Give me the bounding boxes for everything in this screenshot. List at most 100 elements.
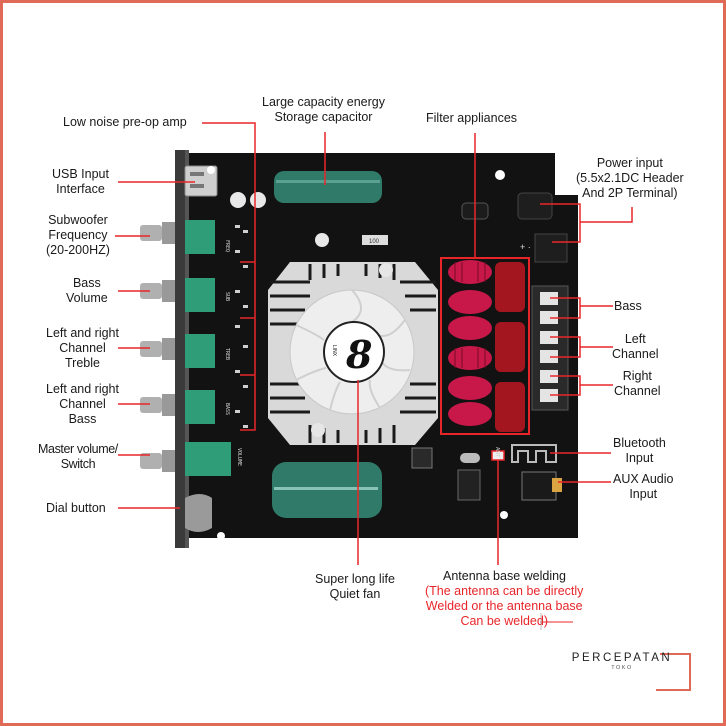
pot-silk-label: SUB bbox=[224, 292, 230, 301]
pot-silk-label: BASS bbox=[224, 403, 230, 415]
label-line: Frequency bbox=[48, 228, 108, 242]
aux-jack bbox=[521, 471, 557, 501]
label-line: Power input bbox=[596, 156, 663, 170]
leader-left-ch bbox=[550, 336, 613, 358]
smd-components bbox=[235, 225, 248, 428]
label-bass-output: Bass bbox=[614, 299, 642, 313]
filter-highlight-box bbox=[440, 257, 530, 435]
mounting-hole bbox=[217, 532, 225, 540]
label-bluetooth-input: Bluetooth Input bbox=[613, 436, 666, 466]
leader-power bbox=[540, 203, 633, 243]
heatsink-fins bbox=[270, 264, 436, 443]
label-master-volume: Master volume/ Switch bbox=[38, 442, 118, 472]
label-line: Bluetooth bbox=[613, 436, 666, 450]
fan-logo: 8 bbox=[345, 332, 372, 377]
mounting-post bbox=[379, 263, 393, 277]
brand-logo: PERCEPATAN TOKO bbox=[562, 652, 682, 671]
label-line: Large capacity energy bbox=[262, 95, 385, 109]
label-line: Welded or the antenna base bbox=[425, 599, 583, 613]
label-line: Subwoofer bbox=[48, 213, 108, 227]
regulator bbox=[411, 447, 433, 469]
label-line: Interface bbox=[56, 182, 105, 196]
power-terminal bbox=[534, 233, 568, 263]
pot-bass-volume[interactable] bbox=[140, 278, 215, 312]
small-capacitor bbox=[230, 192, 246, 208]
label-line: Channel bbox=[614, 384, 661, 398]
label-line: And 2P Terminal) bbox=[582, 186, 678, 200]
polarity-marking: + · bbox=[520, 242, 531, 252]
brand-sub: TOKO bbox=[611, 665, 633, 671]
label-line: Left and right bbox=[46, 382, 119, 396]
fan-hub bbox=[323, 321, 385, 383]
dc-jack bbox=[517, 192, 553, 220]
leader-bass-out bbox=[550, 297, 613, 319]
pot-silk-label: FREQ bbox=[224, 240, 230, 252]
label-line: Left and right bbox=[46, 326, 119, 340]
usb-port-slot bbox=[190, 172, 204, 176]
label-bass-volume: Bass Volume bbox=[66, 276, 108, 306]
ic-chip bbox=[457, 469, 481, 501]
filter-capacitors bbox=[495, 262, 525, 432]
capacitor-highlight bbox=[274, 487, 378, 490]
bluetooth-antenna bbox=[511, 444, 557, 463]
label-line: Channel bbox=[59, 341, 106, 355]
small-capacitor bbox=[250, 192, 266, 208]
label-line: Input bbox=[625, 451, 654, 465]
filter-inductors bbox=[448, 260, 492, 426]
label-antenna-title: Antenna base welding bbox=[443, 569, 567, 583]
label-line: Storage capacitor bbox=[274, 110, 373, 124]
label-line: Bass bbox=[72, 276, 101, 290]
pot-silk-label: VOLUME bbox=[236, 448, 242, 466]
leader-preamp bbox=[202, 122, 256, 431]
label-right-channel: Right Channel bbox=[614, 369, 661, 399]
label-line: Input bbox=[629, 487, 658, 501]
leader-right-ch bbox=[550, 375, 613, 396]
label-line: Channel bbox=[59, 397, 106, 411]
label-line: Right bbox=[622, 369, 652, 383]
label-line: Can be welded) bbox=[460, 614, 548, 628]
capacitor-highlight bbox=[276, 180, 380, 183]
storage-capacitor-top bbox=[274, 171, 382, 203]
label-line: Treble bbox=[65, 356, 100, 370]
label-line: Quiet fan bbox=[329, 587, 381, 601]
pot-subwoofer-frequency[interactable] bbox=[140, 220, 215, 254]
brand-corner-mark bbox=[660, 653, 691, 691]
label-line: Switch bbox=[60, 457, 96, 471]
pot-lr-bass[interactable] bbox=[140, 390, 215, 424]
label-left-channel: Left Channel bbox=[612, 332, 659, 362]
resistor-code: 100 bbox=[369, 239, 380, 245]
front-panel bbox=[175, 150, 185, 548]
label-aux-input: AUX Audio Input bbox=[613, 472, 673, 502]
label-line: Bass bbox=[68, 412, 97, 426]
terminal-screws bbox=[540, 292, 558, 402]
leader-preamp-tap bbox=[240, 261, 255, 376]
brand-name: PERCEPATAN bbox=[571, 652, 673, 664]
label-storage-capacitor: Large capacity energy Storage capacitor bbox=[262, 95, 385, 125]
label-dial-button: Dial button bbox=[46, 501, 106, 515]
resistor bbox=[362, 235, 388, 245]
small-capacitor bbox=[315, 233, 329, 247]
pot-master-volume[interactable] bbox=[140, 442, 231, 476]
pcb-top-right-notch bbox=[555, 150, 585, 195]
label-power-input: Power input (5.5x2.1DC Header And 2P Ter… bbox=[576, 156, 684, 201]
label-antenna-note: (The antenna can be directly Welded or t… bbox=[425, 584, 583, 629]
label-line: Super long life bbox=[315, 572, 395, 586]
mounting-post bbox=[311, 423, 325, 437]
mounting-hole bbox=[495, 170, 505, 180]
label-line: Channel bbox=[612, 347, 659, 361]
label-subwoofer-frequency: Subwoofer Frequency (20-200HZ) bbox=[46, 213, 110, 258]
pot-silk-label: TREB bbox=[224, 348, 230, 360]
label-lr-treble: Left and right Channel Treble bbox=[46, 326, 119, 371]
crystal bbox=[460, 453, 480, 463]
label-low-noise-preamp: Low noise pre-op amp bbox=[63, 115, 187, 129]
inductor-windings bbox=[454, 262, 486, 368]
label-line: (20-200HZ) bbox=[46, 243, 110, 257]
label-filter-appliances: Filter appliances bbox=[426, 111, 518, 125]
pot-lr-treble[interactable] bbox=[140, 334, 215, 368]
label-line: (5.5x2.1DC Header bbox=[576, 171, 684, 185]
label-line: AUX Audio bbox=[613, 472, 674, 486]
label-line: (The antenna can be directly bbox=[425, 584, 584, 598]
dial-button[interactable] bbox=[185, 494, 212, 532]
label-line: Left bbox=[624, 332, 646, 346]
